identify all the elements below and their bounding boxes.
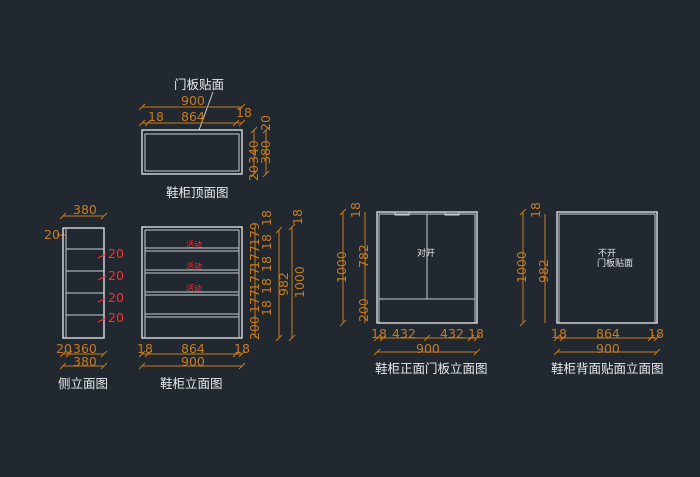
back-dim-left: 18	[551, 326, 567, 341]
front-view: 活动 活动 活动 18 864 18 900 18 179 18 177 18 …	[137, 209, 307, 391]
front-right-chain: 18 179 18 177 18 177 18 177 18 200	[247, 210, 274, 340]
door-handle-right	[444, 211, 460, 216]
back-view: 不开 门板贴面 1000 18 982 18 864 18 900 鞋柜背面贴面…	[514, 202, 664, 376]
back-label-line1: 不开	[598, 248, 616, 259]
top-view-title: 鞋柜顶面图	[166, 185, 229, 200]
top-dim-inner: 864	[181, 109, 205, 124]
front-chain-1: 18	[259, 210, 274, 226]
side-dim-top: 380	[73, 202, 97, 217]
top-dim-bottom: 20	[246, 165, 261, 181]
door-view: 对开 1000 18 782 200 18 432 432 18 900 鞋柜正…	[334, 202, 488, 376]
back-label-line2: 门板贴面	[597, 257, 633, 269]
side-shelf-label-1: 20	[108, 246, 124, 261]
side-view: 380 20 20 20 20 20 20 360 380 侧立面图	[44, 202, 124, 391]
top-view-outline	[141, 129, 243, 175]
top-dim-depth-total: 380	[258, 140, 273, 164]
front-chain-8: 177	[247, 289, 262, 313]
front-chain-7: 18	[259, 278, 274, 294]
side-shelf-label-3: 20	[108, 290, 124, 305]
side-dim-top-left: 20	[44, 227, 60, 242]
side-shelf-label-2: 20	[108, 268, 124, 283]
door-handle-left	[394, 211, 410, 216]
front-chain-9: 18	[259, 300, 274, 316]
side-view-outline	[62, 227, 105, 339]
door-dim-left: 18	[371, 326, 387, 341]
back-view-outline	[556, 211, 658, 324]
back-dim-inner: 864	[596, 326, 620, 341]
front-dim-inner: 864	[181, 341, 205, 356]
door-label: 对开	[417, 247, 435, 259]
top-dim-right: 18	[236, 105, 252, 120]
front-red-label-1: 活动	[186, 239, 202, 249]
top-dim-top: 20	[258, 115, 273, 131]
front-dim-left: 18	[137, 341, 153, 356]
front-red-label-2: 活动	[186, 261, 202, 271]
back-dim-top: 18	[528, 202, 543, 218]
door-dim-half-left: 432	[392, 326, 416, 341]
side-view-title: 侧立面图	[58, 376, 108, 391]
side-dim-bottom-left: 20	[56, 341, 72, 356]
front-chain-10: 200	[247, 316, 262, 340]
door-dim-door-height: 782	[356, 244, 371, 268]
front-chain-2: 179	[247, 222, 262, 246]
front-view-outline	[141, 226, 243, 339]
door-view-outline	[376, 211, 478, 324]
back-dim-total: 900	[596, 341, 620, 356]
back-dim-right: 18	[648, 326, 664, 341]
side-shelf-label-4: 20	[108, 310, 124, 325]
door-dim-right: 18	[468, 326, 484, 341]
front-dim-inner-height: 982	[276, 272, 291, 296]
front-red-label-3: 活动	[186, 283, 202, 293]
front-chain-6: 177	[247, 267, 262, 291]
front-dim-total-height: 1000	[292, 266, 307, 298]
top-dim-total: 900	[181, 93, 205, 108]
top-dim-left: 18	[148, 109, 164, 124]
door-view-title: 鞋柜正面门板立面图	[375, 361, 488, 376]
door-dim-height: 1000	[334, 251, 349, 283]
callout-leader	[198, 91, 214, 131]
door-dim-half-right: 432	[440, 326, 464, 341]
front-view-title: 鞋柜立面图	[160, 376, 223, 391]
top-view-callout: 门板贴面	[174, 77, 224, 92]
back-dim-inner-height: 982	[536, 259, 551, 283]
front-dim-top: 18	[290, 209, 305, 225]
back-view-title: 鞋柜背面贴面立面图	[551, 361, 664, 376]
top-view: 门板贴面 900 18 864 18 20 340 380 20 鞋柜顶面图	[138, 77, 273, 200]
back-dim-height: 1000	[514, 251, 529, 283]
door-dim-total: 900	[416, 341, 440, 356]
side-dim-bottom-mid: 360	[73, 341, 97, 356]
top-dim-depth-inner: 340	[246, 140, 261, 164]
front-dim-right: 18	[234, 341, 250, 356]
front-chain-4: 177	[247, 245, 262, 269]
side-dim-bottom-total: 380	[73, 354, 97, 369]
door-dim-bottom: 200	[356, 298, 371, 322]
front-chain-3: 18	[259, 234, 274, 250]
door-dim-top: 18	[348, 202, 363, 218]
front-dim-total: 900	[181, 354, 205, 369]
top-view-inner	[144, 133, 240, 172]
front-chain-5: 18	[259, 256, 274, 272]
